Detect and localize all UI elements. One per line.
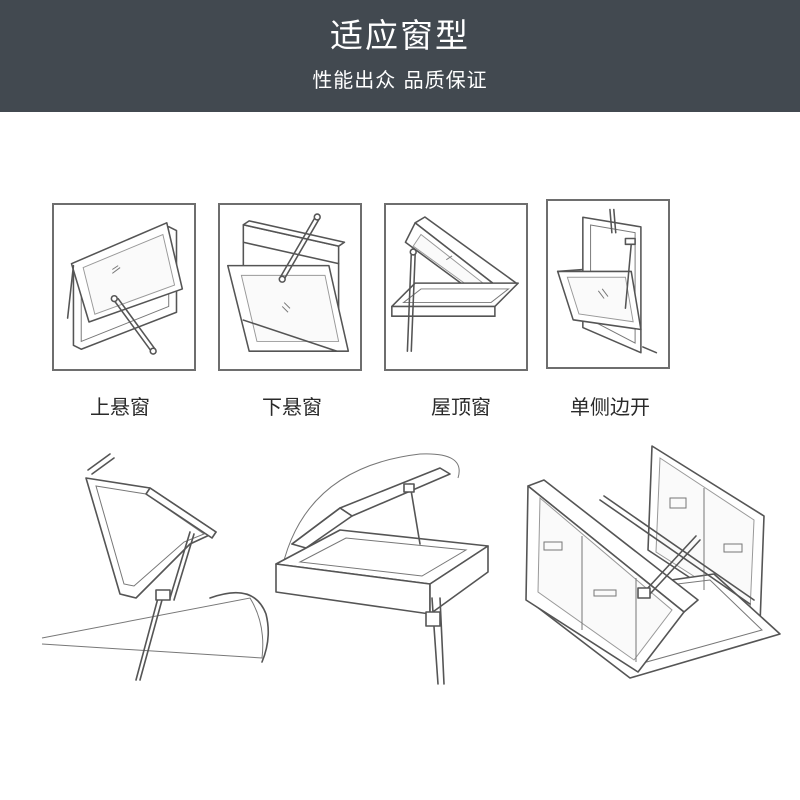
- bottom-hung-window-illustration: [227, 213, 350, 352]
- roof-window-illustration: [391, 216, 519, 352]
- panel-top-hung-window: [52, 203, 196, 371]
- illustration-roof-hatch: [518, 440, 788, 700]
- illustration-dome-skylight: [270, 448, 500, 693]
- label-top-hung: 上悬窗: [90, 395, 150, 419]
- panel-side-hung-window: [546, 199, 670, 369]
- page-subtitle: 性能出众 品质保证: [312, 68, 488, 92]
- page-title: 适应窗型: [330, 16, 470, 55]
- panel-bottom-hung-window: [218, 203, 362, 371]
- illustration-roof-skylight: [40, 448, 280, 688]
- top-hung-window-illustration: [66, 222, 184, 355]
- header-banner: 适应窗型 性能出众 品质保证: [0, 0, 800, 112]
- side-hung-window-illustration: [556, 208, 658, 354]
- panel-roof-window: [384, 203, 528, 371]
- label-roof-window: 屋顶窗: [431, 395, 491, 419]
- label-bottom-hung: 下悬窗: [262, 395, 322, 419]
- label-side-hung: 单侧边开: [570, 395, 650, 419]
